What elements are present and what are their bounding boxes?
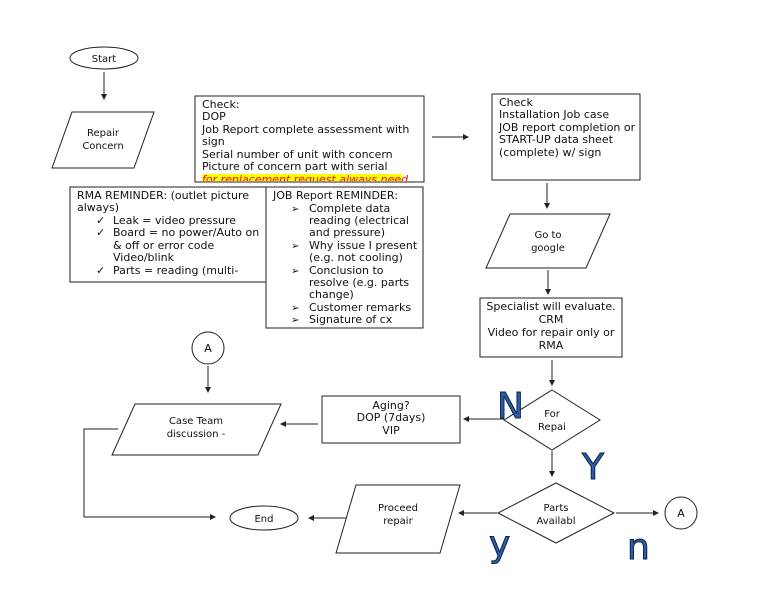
svg-text:End: End <box>254 514 273 525</box>
connector-a-top: A <box>191 331 225 365</box>
svg-text:A: A <box>204 342 212 355</box>
end-node: End <box>229 505 299 531</box>
branch-label-yes: Y <box>581 447 605 488</box>
start-label: Start <box>92 54 117 65</box>
svg-text:A: A <box>677 507 685 520</box>
highlight-note: for replacement request always need <box>202 173 409 186</box>
svg-text:✓✓✓: ✓✓✓ <box>96 214 105 277</box>
start-node: Start <box>69 46 139 70</box>
svg-text:➢➢➢➢➢: ➢➢➢➢➢ <box>291 204 299 326</box>
svg-text:Aging?DOP (7days)VIP: Aging?DOP (7days)VIP <box>357 399 426 437</box>
connector-a-right: A <box>664 496 698 530</box>
aging-box: Aging?DOP (7days)VIP <box>321 395 461 444</box>
job-report-reminder-box: JOB Report REMINDER: ➢➢➢➢➢ Complete data… <box>265 186 424 329</box>
svg-text:JOB Report REMINDER:: JOB Report REMINDER: <box>272 189 398 202</box>
branch-label-parts-no: n <box>627 527 650 568</box>
branch-label-parts-yes: y <box>489 524 510 565</box>
branch-label-no: N <box>497 386 524 427</box>
